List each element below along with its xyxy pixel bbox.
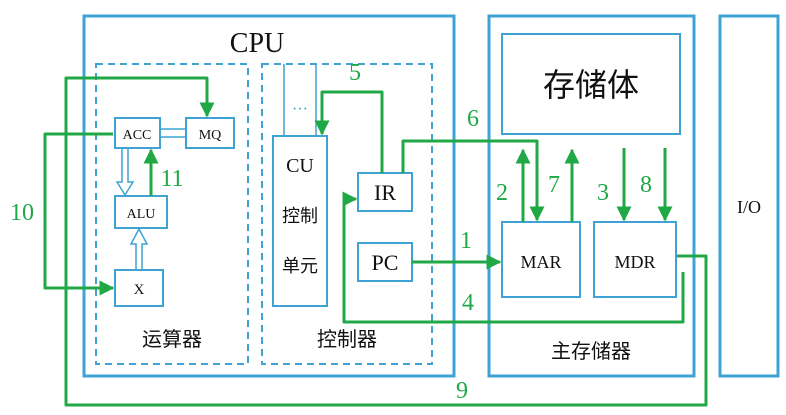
step-8-label: 8 <box>640 172 652 198</box>
alu-label: ALU <box>127 207 156 222</box>
acc-label: ACC <box>123 128 152 143</box>
cpu-label: CPU <box>230 28 284 59</box>
arrow-6-ir-to-mar <box>401 139 545 222</box>
main-memory-label: 主存储器 <box>551 339 631 363</box>
step-9-label: 9 <box>456 378 468 404</box>
mq-label: MQ <box>199 128 222 143</box>
cu-dots: ··· <box>292 101 308 118</box>
main-memory-box <box>487 14 696 378</box>
pc-box <box>357 242 413 282</box>
cu-line-3: 单元 <box>282 256 318 277</box>
control-group-label: 控制器 <box>317 327 377 351</box>
alu-group-label: 运算器 <box>142 327 202 351</box>
ir-box <box>357 172 413 212</box>
cu-line-2: 控制 <box>282 206 318 227</box>
control-group-box <box>261 63 433 365</box>
step-6-label: 6 <box>467 106 479 132</box>
x-box <box>114 269 164 307</box>
step-3-label: 3 <box>597 180 609 206</box>
mq-box <box>185 117 235 149</box>
alu-box <box>114 195 168 229</box>
step-10-label: 10 <box>10 200 34 226</box>
acc-mq-connector <box>160 128 186 138</box>
step-4-label: 4 <box>462 290 474 316</box>
mar-box <box>501 221 581 298</box>
x-label: X <box>134 282 145 298</box>
ir-label: IR <box>374 180 396 205</box>
mdr-box <box>593 221 677 298</box>
mar-label: MAR <box>520 252 561 272</box>
arrow-9-mdr-to-mq <box>64 76 708 407</box>
step-7-label: 7 <box>548 172 560 198</box>
arrow-4-mdr-to-ir <box>342 191 685 324</box>
io-box <box>718 14 780 378</box>
cu-top-lines <box>283 64 317 136</box>
cpu-box <box>82 14 456 378</box>
step-1-label: 1 <box>460 228 472 254</box>
pc-label: PC <box>372 250 399 275</box>
step-2-label: 2 <box>496 180 508 206</box>
cu-box <box>272 135 328 307</box>
step-11-label: 11 <box>160 166 183 192</box>
acc-alu-hollow-arrow <box>115 148 135 197</box>
x-alu-hollow-arrow <box>129 227 149 270</box>
step-5-label: 5 <box>349 60 361 86</box>
mdr-label: MDR <box>614 252 655 272</box>
storage-body-box <box>501 33 681 135</box>
acc-box <box>114 117 161 149</box>
alu-group-box <box>95 63 249 365</box>
arrow-5-ir-to-cu <box>314 90 384 173</box>
cu-line-1: CU <box>286 155 314 177</box>
storage-body-label: 存储体 <box>543 66 639 104</box>
arrow-10-acc-to-x <box>43 132 115 296</box>
io-label: I/O <box>737 197 761 217</box>
